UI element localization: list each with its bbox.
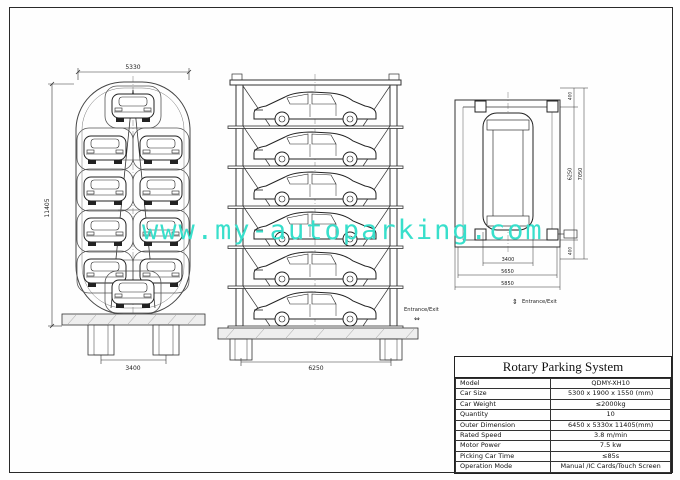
spec-value: QDMY-XH10: [550, 377, 671, 390]
side-foundation: [217, 327, 419, 361]
spec-label: Car Weight: [454, 398, 552, 411]
up-down-arrow-icon: ⇕: [512, 298, 518, 306]
drawing-border: [9, 7, 673, 473]
car-front-icon: [139, 135, 183, 165]
spec-label: Quantity: [454, 409, 552, 421]
spec-label: Model: [454, 377, 552, 390]
table-row: Car Weight ≤2000kg: [454, 398, 671, 411]
side-platform-levels: [227, 85, 404, 329]
front-elevation-view: 5330 11405: [44, 64, 206, 372]
car-front-icon: [111, 93, 155, 123]
table-row: Motor Power 7.5 kw: [454, 440, 671, 452]
side-elevation-view: 6250 Entrance/Exit ⇔: [217, 73, 439, 372]
plan-overall-width-dim: 5850: [501, 281, 514, 287]
car-front-icon: [111, 279, 155, 309]
car-front-icon: [83, 217, 127, 247]
plan-outer-height-dim: 7050: [578, 168, 584, 181]
drive-unit: [563, 229, 578, 239]
table-row: Quantity 10: [454, 409, 671, 421]
spec-label: Motor Power: [454, 440, 552, 452]
table-row: Car Size 5300 x 1900 x 1550 (mm): [454, 388, 671, 400]
table-row: Picking Car Time ≤85s: [454, 450, 671, 463]
entrance-exit-label: Entrance/Exit: [404, 307, 439, 313]
spec-label: Operation Mode: [454, 461, 552, 473]
table-row: Rated Speed 3.8 m/min: [454, 430, 671, 442]
spec-value: ≤85s: [550, 450, 671, 463]
plan-top-view: 6250 7050 400 400 3400 5650 5850 ⇕ Entra…: [454, 87, 588, 306]
front-bottom-dimension: 3400: [100, 355, 167, 372]
front-carousel-structure: 3400: [61, 76, 206, 372]
front-top-dimension: 5330: [75, 64, 192, 80]
front-width-dim: 5330: [125, 64, 140, 71]
spec-table-title: Rotary Parking System: [455, 357, 671, 378]
spec-label: Car Size: [454, 388, 552, 400]
plan-inner-height-dim: 6250: [568, 168, 574, 181]
left-right-arrow-icon: ⇔: [414, 315, 420, 323]
spec-label: Rated Speed: [454, 430, 552, 442]
spec-rows: Model QDMY-XH10 Car Size 5300 x 1900 x 1…: [454, 377, 671, 473]
plan-entrance-label: ⇕ Entrance/Exit: [512, 298, 557, 306]
plan-right-dimensions: 6250 7050 400 400: [560, 87, 588, 260]
plan-car-pallet: [482, 112, 534, 231]
spec-value: 6450 x 5330x 11405(mm): [550, 419, 671, 432]
car-front-icon: [83, 176, 127, 206]
table-row: Outer Dimension 6450 x 5330x 11405(mm): [454, 419, 671, 432]
front-foundation: [61, 313, 206, 356]
spec-label: Outer Dimension: [454, 419, 552, 432]
car-front-icon: [139, 217, 183, 247]
car-side-icon: [253, 131, 377, 167]
plan-top-offset-dim: 400: [568, 92, 574, 101]
spec-value: 3.8 m/min: [550, 430, 671, 442]
side-bottom-dimension: 6250: [240, 358, 392, 372]
spec-table: Rotary Parking System Model QDMY-XH10 Ca…: [454, 356, 672, 474]
spec-value: Manual /IC Cards/Touch Screen: [550, 461, 671, 473]
plan-bottom-offset-dim: 400: [568, 247, 574, 256]
plan-frame-width-dim: 5650: [501, 269, 514, 275]
front-height-dim: 11405: [44, 198, 51, 217]
car-front-icon: [139, 176, 183, 206]
plan-pallet-width-dim: 3400: [502, 257, 515, 263]
front-height-dimension: 11405: [44, 81, 74, 329]
spec-value: 5300 x 1900 x 1550 (mm): [550, 388, 671, 400]
plan-bottom-dimensions: 3400 5650 5850: [454, 232, 561, 290]
side-base-dim: 6250: [308, 365, 323, 372]
entrance-exit-label: Entrance/Exit: [522, 299, 557, 305]
side-entrance-label: Entrance/Exit ⇔: [404, 307, 439, 323]
car-front-icon: [83, 135, 127, 165]
table-row: Operation Mode Manual /IC Cards/Touch Sc…: [454, 461, 671, 473]
front-base-dim: 3400: [125, 365, 140, 372]
table-row: Model QDMY-XH10: [454, 377, 671, 390]
spec-label: Picking Car Time: [454, 450, 552, 463]
spec-value: 7.5 kw: [550, 440, 671, 452]
spec-value: ≤2000kg: [550, 398, 671, 411]
spec-value: 10: [550, 409, 671, 421]
